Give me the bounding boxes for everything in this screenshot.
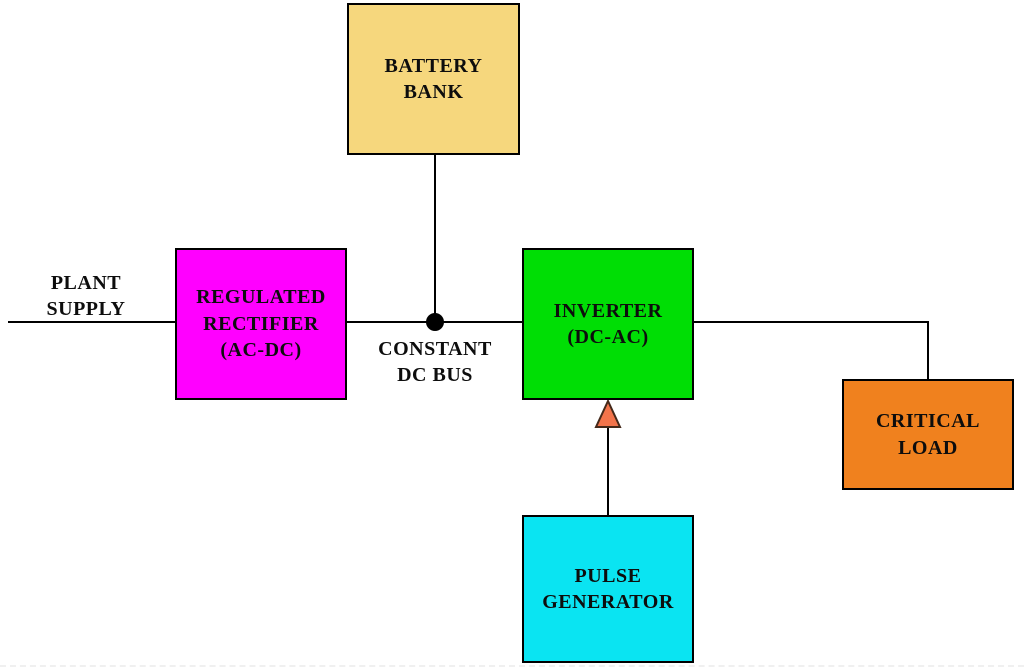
regulated-rectifier-node: REGULATED RECTIFIER (AC-DC) (175, 248, 347, 400)
pulse-generator-node: PULSE GENERATOR (522, 515, 694, 663)
up-arrowhead-shape (594, 398, 622, 428)
battery-bank-node: BATTERY BANK (347, 3, 520, 155)
pulse-generator-label-line1: PULSE (574, 564, 642, 587)
regulated-rectifier-label-line3: (AC-DC) (220, 339, 302, 362)
regulated-rectifier-label-line2: RECTIFIER (203, 312, 319, 335)
constant-dc-bus-label-line1: CONSTANT (378, 338, 492, 360)
inverter-node: INVERTER (DC-AC) (522, 248, 694, 400)
critical-load-label-line2: LOAD (898, 436, 958, 459)
connector-corner-to-critical-load (927, 321, 929, 381)
constant-dc-bus-label: CONSTANT DC BUS (355, 336, 515, 388)
dc-bus-junction-dot (426, 313, 444, 331)
connector-pulse-generator-to-arrow (607, 426, 609, 516)
regulated-rectifier-label-line1: REGULATED (196, 286, 326, 309)
connector-inverter-to-corner (694, 321, 929, 323)
critical-load-node: CRITICAL LOAD (842, 379, 1014, 490)
critical-load-label-line1: CRITICAL (875, 410, 981, 433)
plant-supply-label-line2: SUPPLY (46, 298, 126, 320)
constant-dc-bus-label-line2: DC BUS (397, 364, 473, 386)
bottom-edge-artifact (0, 665, 1024, 667)
up-arrowhead-icon (594, 398, 622, 428)
connector-battery-to-dc-bus (434, 155, 436, 322)
connector-plant-supply-to-rectifier (8, 321, 175, 323)
plant-supply-label: PLANT SUPPLY (12, 270, 160, 322)
battery-bank-label-line2: BANK (403, 81, 464, 103)
inverter-label-line2: (DC-AC) (567, 326, 649, 348)
inverter-label-line1: INVERTER (553, 299, 663, 322)
battery-bank-label-line1: BATTERY (384, 54, 483, 77)
pulse-generator-label-line2: GENERATOR (542, 591, 674, 613)
plant-supply-label-line1: PLANT (50, 272, 122, 294)
